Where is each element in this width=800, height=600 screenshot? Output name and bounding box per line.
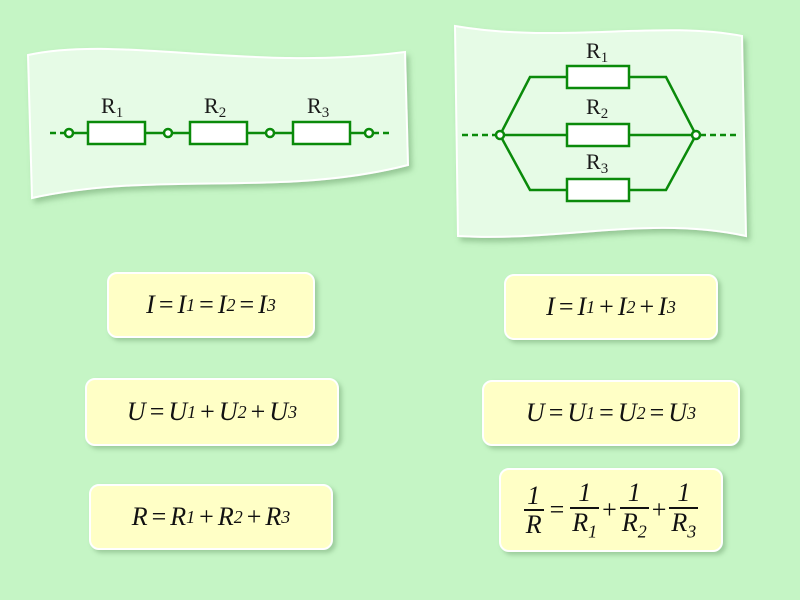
series-label-r2: R2: [204, 93, 226, 121]
junction-node: [162, 127, 174, 139]
parallel-label-r1: R1: [586, 38, 608, 66]
parallel-label-r3: R3: [586, 149, 608, 177]
fraction-r1: 1 R1: [570, 478, 600, 541]
resistor-r1: [86, 120, 147, 146]
resistor-r2: [188, 120, 249, 146]
parallel-circuit: [462, 64, 738, 203]
resistor-r3: [565, 177, 631, 203]
parallel-label-r2: R2: [586, 94, 608, 122]
series-label-r3: R3: [307, 93, 329, 121]
junction-node-right: [690, 129, 702, 141]
fraction-r3: 1 R3: [669, 478, 699, 541]
junction-node: [264, 127, 276, 139]
junction-node-left: [494, 129, 506, 141]
fraction-total: 1 R: [523, 480, 544, 539]
resistor-r2: [565, 122, 631, 148]
series-circuit: [50, 120, 392, 146]
resistor-r1: [565, 64, 631, 90]
series-label-r1: R1: [101, 93, 123, 121]
terminal-node: [363, 127, 375, 139]
fraction-r2: 1 R2: [619, 478, 649, 541]
terminal-node: [63, 127, 75, 139]
parallel-resistance-formula: 1 R = 1 R1 + 1 R2 + 1 R3: [499, 468, 723, 552]
resistor-r3: [291, 120, 352, 146]
